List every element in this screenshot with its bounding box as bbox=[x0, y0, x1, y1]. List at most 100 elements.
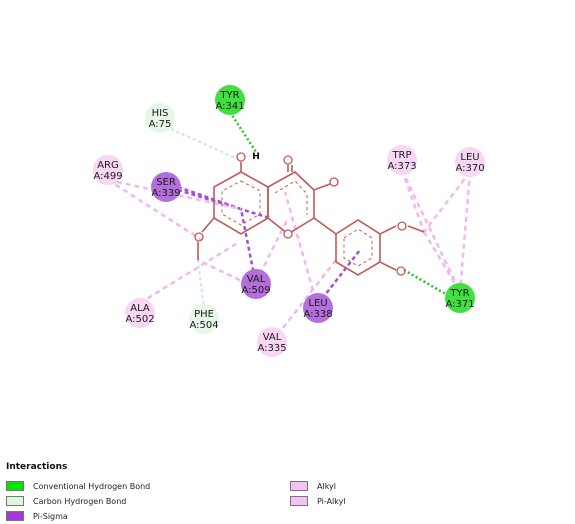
legend-item-pi-sigma: Pi-Sigma bbox=[6, 511, 68, 521]
interaction-lines bbox=[107, 111, 472, 343]
residue-id: A:504 bbox=[189, 320, 218, 331]
oxygen-atom-c4 bbox=[283, 155, 293, 165]
residue-disc bbox=[257, 327, 287, 357]
legend-label: Pi-Sigma bbox=[33, 511, 68, 521]
residue-id: A:499 bbox=[93, 171, 122, 182]
oxygen-atom-c4p bbox=[396, 266, 406, 276]
residue-disc bbox=[145, 103, 175, 133]
residue-disc bbox=[189, 304, 219, 334]
legend-title: Interactions bbox=[6, 462, 68, 472]
residue-id: A:509 bbox=[241, 285, 270, 296]
oxygen-atom-ring bbox=[283, 229, 293, 239]
alkyl-line-trp373-b bbox=[400, 169, 462, 293]
legend-swatch bbox=[290, 481, 308, 491]
residue-id: A:75 bbox=[149, 119, 172, 130]
bond-c7-o bbox=[201, 217, 215, 233]
alkyl-line-leu370 bbox=[423, 171, 471, 233]
legend-label: Pi-Alkyl bbox=[317, 496, 346, 506]
legend-swatch bbox=[6, 511, 24, 521]
legend-item-pi-alkyl: Pi-Alkyl bbox=[290, 496, 346, 506]
residue-name: TRP bbox=[391, 150, 411, 161]
hydrogen-atom-label: H bbox=[252, 152, 260, 162]
residue-name: TYR bbox=[449, 288, 469, 299]
residue-name: LEU bbox=[460, 152, 479, 163]
interaction-diagram: H TYRA:341HISA:75ARGA:499SERA:339TRPA:37… bbox=[93, 85, 485, 357]
bond-c3p-o bbox=[379, 225, 397, 235]
residue-name: TYR bbox=[219, 90, 239, 101]
alkyl-line-arg499-b bbox=[107, 178, 242, 211]
alkyl-line-tyr371 bbox=[422, 231, 462, 293]
alkyl-line-leu370-b bbox=[458, 171, 472, 293]
legend-item-conventional-hbond: Conventional Hydrogen Bond bbox=[6, 481, 150, 491]
residue-id: A:370 bbox=[455, 163, 484, 174]
residue-disc bbox=[93, 155, 123, 185]
interactions-legend: Interactions Conventional Hydrogen Bond … bbox=[6, 462, 566, 522]
bond-c3-o bbox=[313, 183, 331, 191]
pi-sigma-line-leu338 bbox=[317, 249, 361, 305]
carbon-hbond-line-his75 bbox=[159, 123, 241, 161]
residue-name: VAL bbox=[263, 332, 282, 343]
residue-name: ARG bbox=[97, 160, 119, 171]
residue-name: LEU bbox=[308, 298, 327, 309]
residue-id: A:338 bbox=[303, 309, 332, 320]
residue-disc bbox=[387, 145, 417, 175]
oxygen-atom-c7 bbox=[194, 232, 204, 242]
legend-swatch bbox=[290, 496, 308, 506]
legend-label: Carbon Hydrogen Bond bbox=[33, 496, 127, 506]
alkyl-line-ala502 bbox=[139, 242, 237, 305]
residue-name: HIS bbox=[152, 108, 169, 119]
oxygen-atom-c3 bbox=[329, 177, 339, 187]
residue-disc bbox=[125, 298, 155, 328]
legend-swatch bbox=[6, 481, 24, 491]
ring-b-aromatic-inner bbox=[343, 228, 373, 267]
ring-c-aromatic-inner bbox=[274, 180, 308, 215]
residue-disc bbox=[151, 172, 181, 202]
residue-disc bbox=[445, 283, 475, 313]
oxygen-atom-c5 bbox=[236, 152, 246, 162]
legend-item-carbon-hbond: Carbon Hydrogen Bond bbox=[6, 496, 126, 506]
legend-label: Alkyl bbox=[317, 481, 336, 491]
pi-sigma-line-ser339-b bbox=[177, 188, 271, 220]
legend-label: Conventional Hydrogen Bond bbox=[33, 481, 151, 491]
bond-ring-link bbox=[313, 217, 337, 235]
residue-disc bbox=[455, 147, 485, 177]
hbond-line-tyr341 bbox=[228, 111, 258, 153]
residue-disc bbox=[241, 269, 271, 299]
residue-id: A:371 bbox=[445, 299, 474, 310]
residue-id: A:339 bbox=[151, 188, 180, 199]
residue-id: A:335 bbox=[257, 343, 286, 354]
bond-c4p-o bbox=[379, 261, 397, 271]
bond-methoxy-3p bbox=[407, 225, 425, 233]
ring-b bbox=[335, 219, 381, 276]
residue-name: PHE bbox=[194, 309, 214, 320]
ligand-structure bbox=[194, 152, 425, 276]
alkyl-line-arg499 bbox=[107, 178, 203, 242]
residue-id: A:502 bbox=[125, 314, 154, 325]
residues: TYRA:341HISA:75ARGA:499SERA:339TRPA:373L… bbox=[93, 85, 485, 357]
residue-id: A:341 bbox=[215, 101, 244, 112]
residue-name: SER bbox=[156, 177, 176, 188]
legend-item-alkyl: Alkyl bbox=[290, 481, 336, 491]
legend-swatch bbox=[6, 496, 24, 506]
residue-disc bbox=[303, 293, 333, 323]
residue-name: VAL bbox=[247, 274, 266, 285]
pi-sigma-line-val509 bbox=[239, 208, 258, 286]
residue-id: A:373 bbox=[387, 161, 416, 172]
residue-name: ALA bbox=[130, 303, 150, 314]
carbon-hbond-line-phe504 bbox=[197, 259, 205, 311]
oxygen-atom-c3p bbox=[397, 221, 407, 231]
ring-a-aromatic-inner bbox=[221, 180, 261, 226]
residue-disc bbox=[215, 85, 245, 115]
